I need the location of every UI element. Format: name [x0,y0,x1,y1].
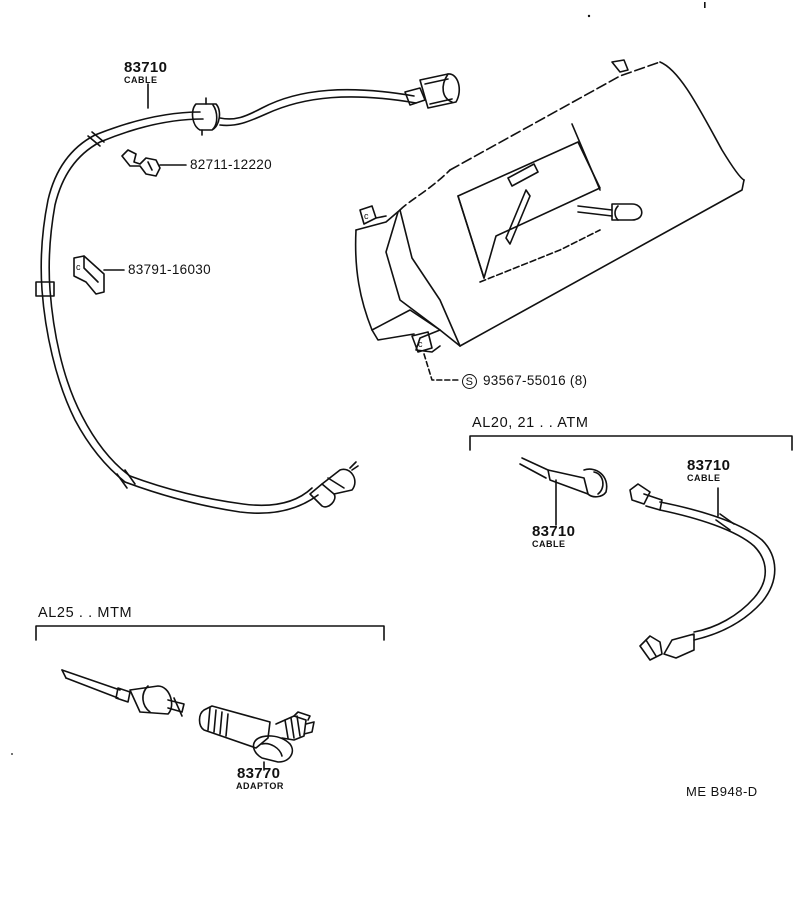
instrument-cluster-housing: c c [354,59,745,353]
scan-marks [11,2,706,755]
atm-cable-lower-name: CABLE [532,539,566,549]
svg-text:c: c [76,262,81,272]
atm-cable-drawing [519,457,776,661]
svg-text:c: c [418,339,423,349]
mtm-group-title: AL25 . . MTM [38,605,133,621]
atm-cable-lower-number: 83710 [532,523,576,540]
clip-1-part-number: 82711-12220 [190,157,272,172]
main-cable-name: CABLE [124,75,158,85]
clip-2-part-number: 83791-16030 [128,262,211,277]
atm-cable-upper-number: 83710 [687,457,731,474]
clip-82711-12220-drawing [121,149,187,177]
atm-group-title: AL20, 21 . . ATM [472,415,589,431]
mtm-cable-end-drawing [61,669,185,717]
adaptor-number: 83770 [237,765,281,782]
main-cable-number: 83710 [124,59,168,76]
adaptor-drawing [198,705,315,771]
screw-leader [423,353,461,381]
clip-83791-16030-drawing: c [73,255,125,295]
screw-part-label: S 93567-55016 (8) [462,374,587,389]
drawing-code: ME B948-D [686,784,758,799]
main-speedometer-cable [35,73,460,515]
mtm-group-bracket [35,625,385,641]
svg-text:c: c [364,211,369,221]
screw-part-number: 93567-55016 (8) [483,373,588,389]
atm-group-bracket [469,435,793,451]
atm-cable-upper-name: CABLE [687,473,721,483]
adaptor-name: ADAPTOR [236,781,284,791]
screw-symbol: S [462,374,477,389]
